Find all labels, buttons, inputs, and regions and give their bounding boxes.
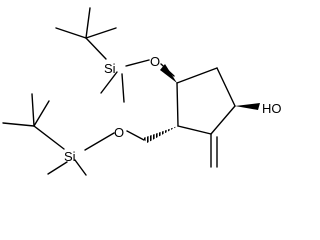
hashed-bond-c5-ch2 [143,126,178,143]
ring-bond-c1-c2 [176,67,218,84]
atom-label-hydroxyl: HO [262,101,282,116]
lower-si-methyl-1 [74,159,87,176]
ring-bond-c2-c3 [216,67,236,107]
upper-tbs-group [55,7,175,103]
lower-si-methyl-2 [47,161,68,175]
upper-tbu-si-bond [85,37,107,60]
atom-label-o-lower: O [114,125,124,140]
upper-tbu-methyl-3 [85,27,117,39]
ch2-o-bond [126,130,145,141]
wedge-bond-c3-oh [235,103,260,110]
upper-tbu-methyl-2 [55,27,87,39]
ring-bond-c5-c1 [176,82,179,127]
upper-si-methyl-2 [121,73,125,103]
lower-tbu-methyl-3 [33,100,50,127]
wedge-bond-c1-o [160,64,177,83]
ring-bond-c4-c5 [177,125,212,135]
molecule-structure-diagram: O Si HO O Si [2,7,282,176]
lower-o-si-bond [84,132,115,151]
upper-si-o-bond [125,59,150,67]
atom-label-o-upper: O [150,54,160,69]
atom-label-si-upper: Si [104,61,116,76]
lower-tbs-group [2,93,145,176]
lower-tbu-methyl-2 [2,122,35,127]
ring-bond-c3-c4 [210,105,236,135]
atom-label-si-lower: Si [64,149,76,164]
lower-tbu-methyl-1 [31,93,35,127]
lower-si-tbu-bond [33,125,65,150]
upper-si-methyl-1 [100,71,118,94]
structure-svg: O Si HO O Si [2,7,282,176]
cyclopentane-ring [176,67,236,168]
upper-tbu-methyl-1 [85,7,91,39]
